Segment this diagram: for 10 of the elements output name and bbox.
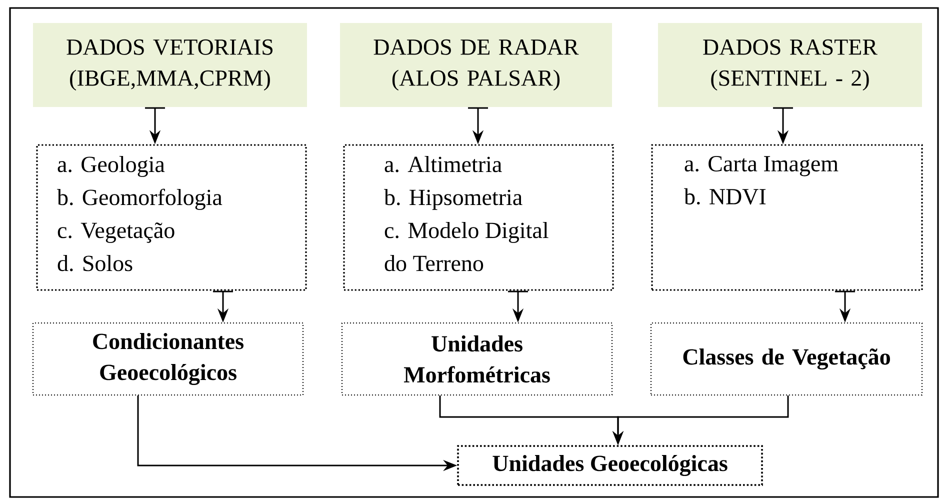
list-box: a. Altimetria b. Hipsometria c. Modelo Digital do Terreno	[343, 144, 614, 291]
source-box: DADOS VETORIAIS (IBGE,MMA,CPRM)	[33, 23, 307, 107]
result-box: Condicionantes Geoecológicos	[32, 322, 304, 396]
source-box: DADOS DE RADAR (ALOS PALSAR)	[340, 23, 612, 107]
final-box: Unidades Geoecológicas	[457, 445, 763, 486]
result-box: Classes de Vegetação	[650, 322, 923, 396]
list-box: a. Carta Imagem b. NDVI	[651, 144, 923, 291]
source-box: DADOS RASTER (SENTINEL - 2)	[658, 23, 922, 107]
result-box: Unidades Morfométricas	[342, 322, 612, 396]
list-box: a. Geologia b. Geomorfologia c. Vegetação d. Solos	[36, 144, 307, 291]
